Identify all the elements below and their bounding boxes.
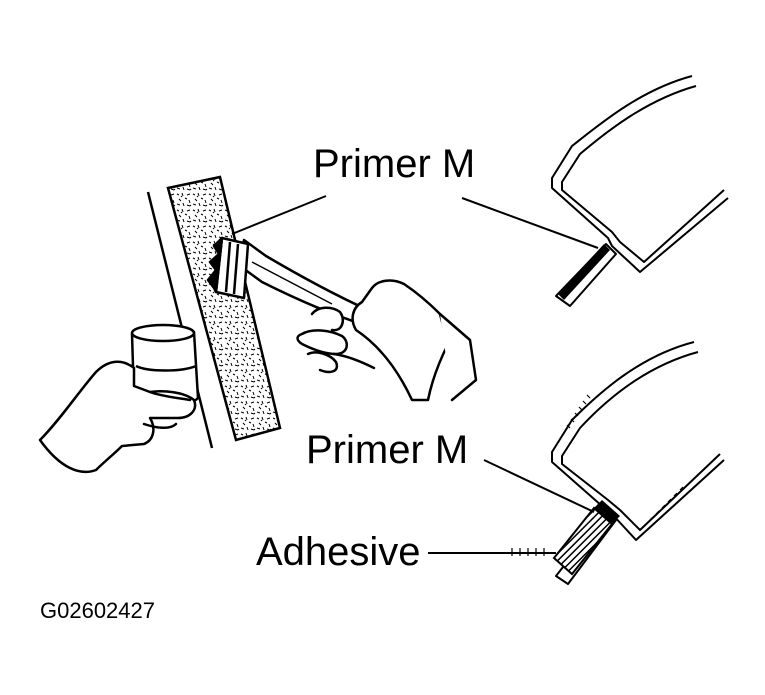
glass-edge-top [551,75,729,307]
leader-primer-bottom [483,459,595,513]
leader-primer-top-brush [231,195,327,235]
left-hand [38,360,197,474]
body-panel [146,191,214,449]
speckled-bond-strip [166,175,282,442]
label-primer-m-top: Primer M [313,142,476,186]
hand-icon [296,279,478,402]
figure-code: G02602427 [40,598,155,623]
label-adhesive: Adhesive [256,530,421,574]
primer-layer-bottom [594,500,620,524]
leader-primer-top [461,197,599,249]
primer-layer-top [558,244,610,300]
label-primer-m-bottom: Primer M [306,428,469,472]
